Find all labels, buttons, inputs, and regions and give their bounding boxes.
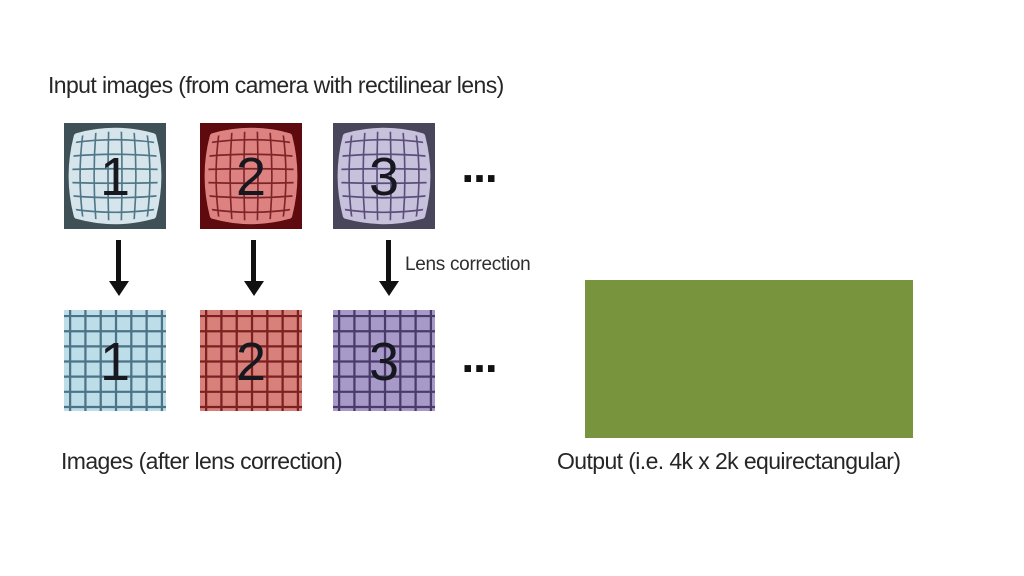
corrected-row-ellipsis: ... (461, 330, 497, 382)
tile-number: 1 (99, 331, 131, 392)
down-arrow-icon (386, 240, 391, 282)
tile-number: 2 (235, 147, 267, 207)
down-arrow-icon (116, 240, 121, 282)
corrected-image-tile-3: 3 (333, 310, 435, 411)
output-caption: Output (i.e. 4k x 2k equirectangular) (557, 448, 901, 474)
tile-number: 3 (368, 147, 400, 207)
input-row-ellipsis: ... (461, 140, 497, 192)
output-equirectangular-rectangle (585, 280, 913, 438)
tile-number: 1 (99, 147, 131, 207)
input-image-tile-1: 1 (64, 123, 166, 229)
tile-number: 3 (368, 331, 400, 392)
corrected-row-caption: Images (after lens correction) (61, 448, 343, 474)
diagram-title: Input images (from camera with rectiline… (48, 72, 504, 98)
tile-number: 2 (235, 331, 267, 392)
down-arrow-icon (251, 240, 256, 282)
input-image-tile-2: 2 (200, 123, 302, 229)
input-image-tile-3: 3 (333, 123, 435, 229)
corrected-image-tile-1: 1 (64, 310, 166, 411)
lens-correction-label: Lens correction (405, 254, 531, 275)
corrected-image-tile-2: 2 (200, 310, 302, 411)
